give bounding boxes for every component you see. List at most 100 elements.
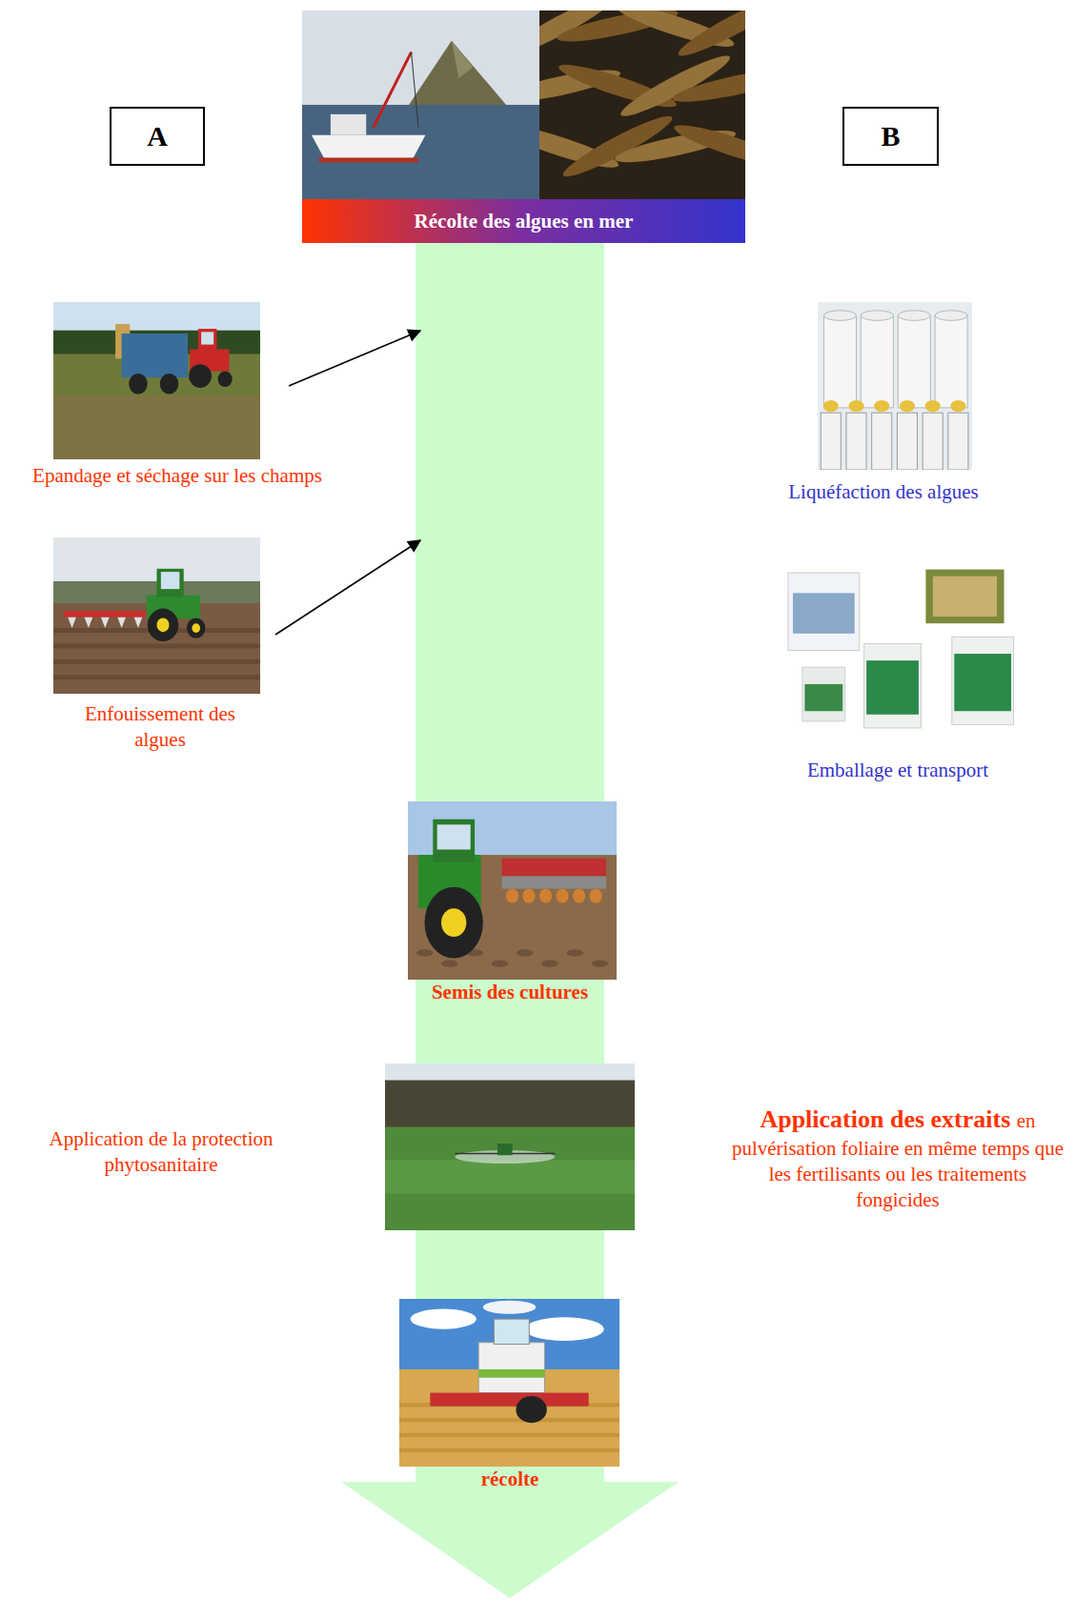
trailer xyxy=(121,333,188,378)
caption-holder: Enfouissement des algues xyxy=(64,701,256,754)
bottle-label xyxy=(792,592,855,633)
tractor-cab xyxy=(157,568,184,598)
combine xyxy=(478,1342,545,1394)
caption-holder: Liquéfaction des algues xyxy=(764,479,1003,506)
sea xyxy=(302,104,540,200)
cloud xyxy=(525,1317,605,1341)
wheel xyxy=(425,887,484,959)
wheel xyxy=(128,373,148,394)
photo-step: Semis des cultures xyxy=(407,801,617,980)
worker xyxy=(820,412,841,470)
wheel xyxy=(147,608,180,642)
worker xyxy=(948,412,969,470)
worker xyxy=(872,412,893,470)
field-strip xyxy=(53,396,261,460)
silo-top xyxy=(823,310,856,322)
drill-disc xyxy=(555,889,568,904)
photo xyxy=(53,302,261,460)
boat-cabin xyxy=(330,114,366,136)
sky xyxy=(817,302,973,470)
photo-caption: Enfouissement des algues xyxy=(64,701,256,754)
furrow xyxy=(53,674,261,680)
photo xyxy=(817,302,973,470)
helmet xyxy=(823,400,839,412)
helmet xyxy=(950,400,966,412)
combine-cab xyxy=(493,1318,529,1344)
bottle xyxy=(788,572,860,650)
boat-crane xyxy=(373,52,412,128)
photo-step: Enfouissement des algues xyxy=(53,537,261,694)
wheel-rim xyxy=(191,623,201,633)
cloud xyxy=(483,1300,536,1315)
silo-top xyxy=(860,310,893,322)
boat-hull xyxy=(311,135,426,163)
section-box: B xyxy=(842,106,939,166)
plough xyxy=(63,610,147,618)
wheel-rim xyxy=(157,617,170,632)
plough-share xyxy=(134,617,143,629)
clod xyxy=(491,959,509,967)
clod xyxy=(516,949,534,956)
tractor-window xyxy=(201,331,214,345)
wheel xyxy=(186,617,206,638)
soil xyxy=(407,854,617,980)
silo xyxy=(897,315,931,408)
wheel xyxy=(218,371,233,388)
sea-photo xyxy=(302,10,540,200)
drill-disc xyxy=(589,889,603,904)
trees xyxy=(385,1080,635,1132)
caption-holder: récolte xyxy=(414,1466,606,1493)
tractor-window xyxy=(161,571,181,589)
cloud xyxy=(410,1309,477,1330)
photo xyxy=(407,801,617,980)
drill-disc xyxy=(522,889,535,904)
island-slope xyxy=(451,40,473,80)
photo-caption: récolte xyxy=(414,1466,606,1493)
tractor-cab xyxy=(198,328,218,351)
plough-share xyxy=(101,617,110,629)
tractor xyxy=(497,1143,513,1156)
caption-holder: Emballage et transport xyxy=(759,757,1036,784)
photo xyxy=(53,537,261,694)
furrow xyxy=(53,644,261,650)
jug xyxy=(864,643,922,729)
clod xyxy=(591,959,609,967)
feed-arrow xyxy=(288,330,421,386)
feed-arrow xyxy=(275,540,421,635)
helmet xyxy=(848,400,864,412)
sky xyxy=(407,801,617,864)
photo-caption: Semis des cultures xyxy=(400,979,620,1006)
extract-note: Application des extraitsen pulvérisation… xyxy=(726,1103,1070,1215)
kelp-frond xyxy=(670,63,746,108)
silo xyxy=(823,315,856,408)
wheel-rim xyxy=(441,908,467,937)
photo-step: Liquéfaction des algues xyxy=(817,302,973,470)
silo xyxy=(934,315,968,408)
box-picture xyxy=(933,576,997,617)
section-letter: A xyxy=(146,120,168,153)
helmet xyxy=(899,400,915,412)
silo-top xyxy=(934,310,968,322)
wheat-row xyxy=(399,1448,620,1453)
drill-disc xyxy=(539,889,552,904)
clod xyxy=(541,959,559,967)
boat-stripe xyxy=(318,157,419,163)
clod xyxy=(416,949,434,956)
extract-note-heading: Application des extraits xyxy=(759,1105,1011,1134)
caption-holder: Semis des cultures xyxy=(400,979,620,1006)
photo xyxy=(783,566,1021,735)
photo-caption: Epandage et séchage sur les champs xyxy=(4,463,350,489)
wheat-row xyxy=(399,1433,620,1438)
tub-label xyxy=(804,684,843,711)
field-strip xyxy=(385,1160,635,1195)
worker xyxy=(896,412,917,470)
section-box: A xyxy=(109,106,205,166)
photo-caption: Liquéfaction des algues xyxy=(764,479,1003,506)
furrow xyxy=(53,659,261,665)
jug-label xyxy=(953,653,1012,711)
island xyxy=(408,40,507,105)
combine-stripe xyxy=(478,1369,545,1379)
